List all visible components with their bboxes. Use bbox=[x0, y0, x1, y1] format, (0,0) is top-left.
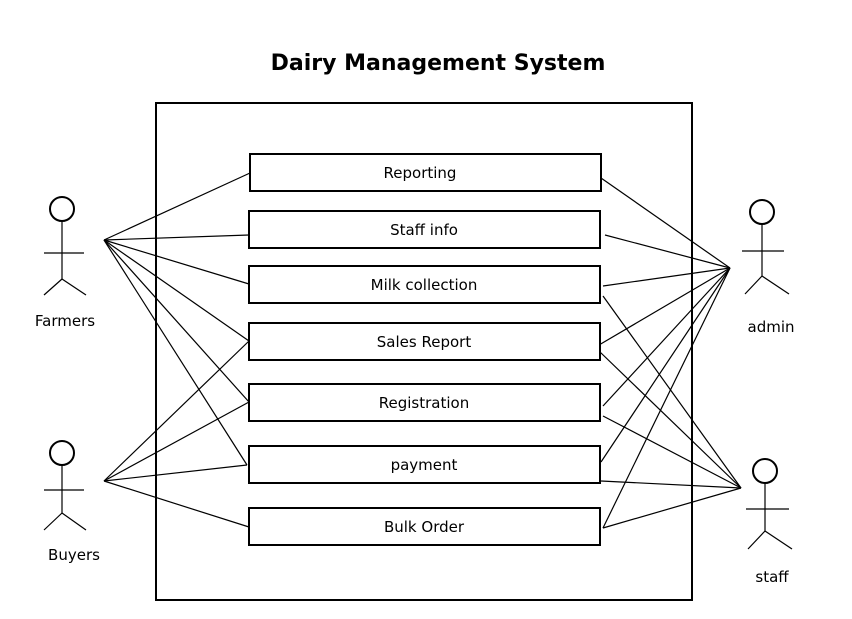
association-buyers-payment bbox=[103, 464, 248, 482]
use-case-milk-collection[interactable]: Milk collection bbox=[248, 265, 601, 304]
use-case-label: Milk collection bbox=[371, 276, 478, 294]
association-admin-registration bbox=[602, 267, 731, 407]
association-staff-milk-collection bbox=[602, 295, 742, 489]
actor-label: staff bbox=[755, 568, 789, 586]
association-admin-payment bbox=[600, 267, 731, 463]
association-admin-bulk-order bbox=[602, 267, 731, 529]
association-farmers-reporting bbox=[103, 172, 251, 241]
use-case-label: Registration bbox=[379, 394, 469, 412]
stick-figure-icon bbox=[742, 199, 790, 295]
association-farmers-registration bbox=[103, 239, 250, 403]
association-farmers-milk-collection bbox=[103, 239, 250, 285]
association-staff-bulk-order bbox=[602, 487, 742, 529]
association-admin-milk-collection bbox=[602, 267, 731, 287]
association-buyers-registration bbox=[103, 401, 250, 482]
association-buyers-sales-report bbox=[103, 340, 250, 482]
stick-figure-icon bbox=[746, 458, 793, 550]
use-case-reporting[interactable]: Reporting bbox=[249, 153, 602, 192]
actor-label: Farmers bbox=[35, 312, 95, 330]
system-boundary bbox=[155, 102, 693, 601]
stick-figure-icon bbox=[43, 440, 87, 531]
association-admin-sales-report bbox=[598, 267, 731, 346]
use-case-bulk-order[interactable]: Bulk Order bbox=[248, 507, 601, 546]
use-case-staff-info[interactable]: Staff info bbox=[248, 210, 601, 249]
association-admin-staff-info bbox=[604, 234, 731, 269]
use-case-label: payment bbox=[391, 456, 458, 474]
actor-staff[interactable]: staff bbox=[746, 458, 793, 586]
association-farmers-payment bbox=[103, 239, 248, 466]
association-farmers-staff-info bbox=[103, 234, 250, 241]
use-cases: Reporting Staff info Milk collection Sal… bbox=[248, 153, 602, 546]
actor-admin[interactable]: admin bbox=[742, 199, 795, 336]
diagram-title: Dairy Management System bbox=[271, 51, 606, 76]
use-case-label: Staff info bbox=[390, 221, 458, 239]
association-staff-sales-report bbox=[599, 351, 742, 489]
actor-label: Buyers bbox=[48, 546, 100, 564]
association-staff-payment bbox=[600, 480, 742, 489]
stick-figure-icon bbox=[43, 196, 87, 296]
use-case-sales-report[interactable]: Sales Report bbox=[248, 322, 601, 361]
association-admin-reporting bbox=[600, 177, 731, 269]
associations bbox=[103, 172, 742, 529]
use-case-label: Reporting bbox=[384, 164, 457, 182]
association-buyers-bulk-order bbox=[103, 480, 250, 528]
use-case-payment[interactable]: payment bbox=[248, 445, 601, 484]
actor-label: admin bbox=[748, 318, 795, 336]
use-case-label: Bulk Order bbox=[384, 518, 465, 536]
actor-farmers[interactable]: Farmers bbox=[35, 196, 95, 330]
use-case-registration[interactable]: Registration bbox=[248, 383, 601, 422]
association-staff-registration bbox=[602, 415, 742, 489]
actor-buyers[interactable]: Buyers bbox=[43, 440, 100, 564]
use-case-label: Sales Report bbox=[377, 333, 472, 351]
association-farmers-sales-report bbox=[103, 239, 250, 342]
